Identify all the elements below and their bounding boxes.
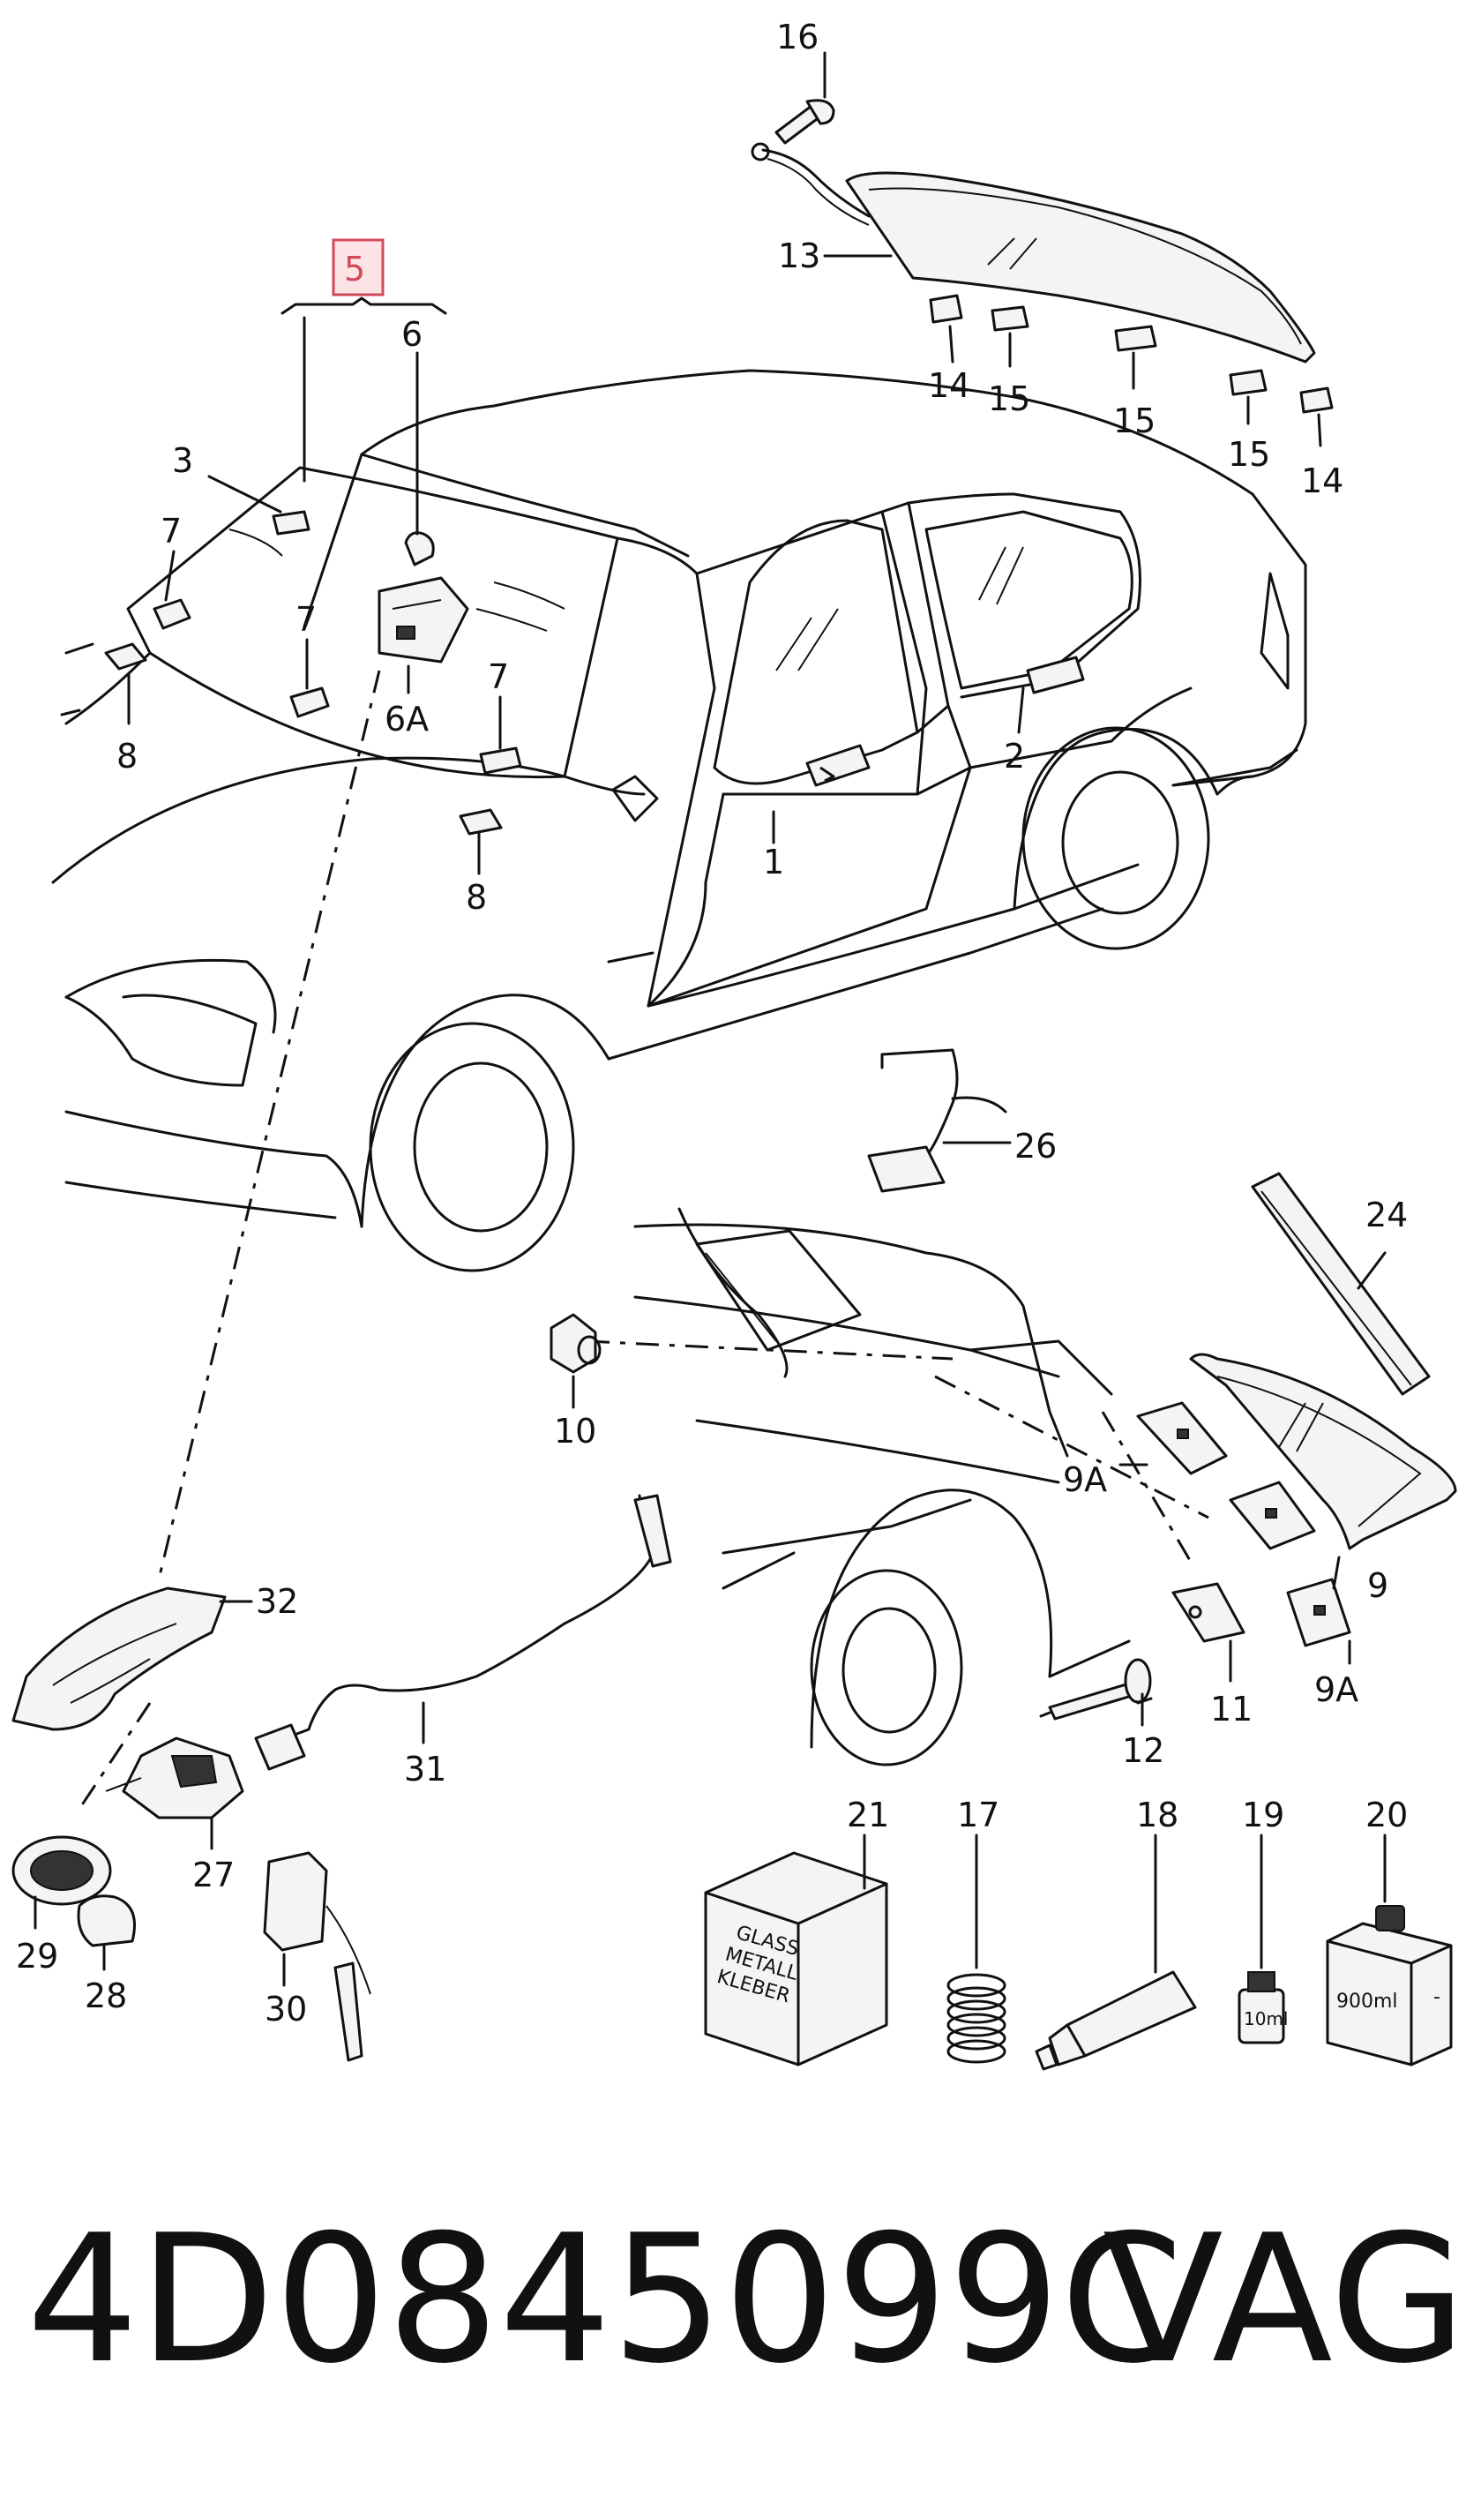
callout-11: 11 bbox=[1210, 1690, 1253, 1729]
car-body-outline bbox=[51, 369, 1307, 1272]
callout-8: 8 bbox=[116, 737, 138, 776]
rain-sensor-parts bbox=[11, 1494, 672, 2062]
windshield-parts bbox=[60, 510, 522, 836]
part-number: 4D0845099C bbox=[26, 2197, 1184, 2403]
callout-13: 13 bbox=[778, 236, 820, 275]
spring-coil bbox=[946, 1973, 1006, 2064]
fasteners bbox=[1039, 1463, 1351, 1727]
leader-lines bbox=[127, 51, 1322, 875]
adhesive-kit: - bbox=[704, 1834, 1453, 2071]
dashed-leader bbox=[157, 670, 381, 1580]
callout-6a: 6A bbox=[385, 700, 429, 739]
svg-text:-: - bbox=[1433, 1986, 1440, 2008]
callout-9a: 9A bbox=[1063, 1460, 1107, 1499]
rear-quarter-section bbox=[586, 1207, 1209, 1766]
rear-window bbox=[751, 99, 1334, 414]
callout-19: 19 bbox=[1242, 1796, 1284, 1834]
callout-17: 17 bbox=[957, 1796, 999, 1834]
callout-1: 1 bbox=[763, 843, 784, 881]
highlight-box bbox=[332, 238, 385, 296]
callout-7: 7 bbox=[295, 600, 317, 639]
callout-labels: 5 6 3 7 7 7 8 8 6A 1 2 16 13 14 15 15 15… bbox=[16, 18, 1408, 2029]
callout-32: 32 bbox=[256, 1582, 298, 1621]
callout-15: 15 bbox=[1228, 435, 1270, 474]
callout-5: 5 bbox=[344, 250, 365, 289]
callout-12: 12 bbox=[1122, 1731, 1164, 1770]
footer-caption: 4D0845099C bbox=[26, 2197, 1184, 2403]
callout-14: 14 bbox=[928, 366, 970, 405]
clip-10 bbox=[550, 1313, 602, 1409]
callout-20: 20 bbox=[1365, 1796, 1408, 1834]
callout-16: 16 bbox=[776, 18, 819, 56]
callout-29: 29 bbox=[16, 1937, 58, 1976]
seal-strip bbox=[1251, 1172, 1431, 1396]
callout-7: 7 bbox=[161, 512, 182, 551]
box-lettering: GLASS METALL KLEBER bbox=[714, 1922, 801, 2007]
heater-cable bbox=[867, 1048, 1012, 1193]
callout-2: 2 bbox=[1004, 737, 1025, 776]
callout-24: 24 bbox=[1365, 1196, 1408, 1234]
callout-28: 28 bbox=[85, 1976, 127, 2015]
callout-8: 8 bbox=[466, 878, 487, 917]
callout-3: 3 bbox=[172, 441, 193, 480]
callout-27: 27 bbox=[192, 1856, 235, 1894]
group-bracket bbox=[280, 296, 447, 536]
callout-15: 15 bbox=[988, 379, 1030, 418]
callout-10: 10 bbox=[554, 1412, 596, 1451]
callout-7: 7 bbox=[488, 657, 509, 696]
callout-15: 15 bbox=[1113, 401, 1156, 440]
vial-label: 10ml bbox=[1244, 2008, 1289, 2029]
callout-31: 31 bbox=[404, 1750, 446, 1789]
callout-9: 9 bbox=[1367, 1566, 1388, 1605]
brand-name: VAG bbox=[1103, 2197, 1466, 2403]
callout-18: 18 bbox=[1136, 1796, 1178, 1834]
callout-30: 30 bbox=[265, 1990, 307, 2029]
quarter-glass bbox=[1136, 1353, 1457, 1647]
jug-label: 900ml bbox=[1336, 1991, 1398, 2013]
callout-21: 21 bbox=[847, 1796, 889, 1834]
callout-6: 6 bbox=[401, 315, 423, 354]
callout-14: 14 bbox=[1301, 461, 1343, 500]
callout-26: 26 bbox=[1014, 1127, 1057, 1166]
callout-9a: 9A bbox=[1314, 1670, 1358, 1709]
